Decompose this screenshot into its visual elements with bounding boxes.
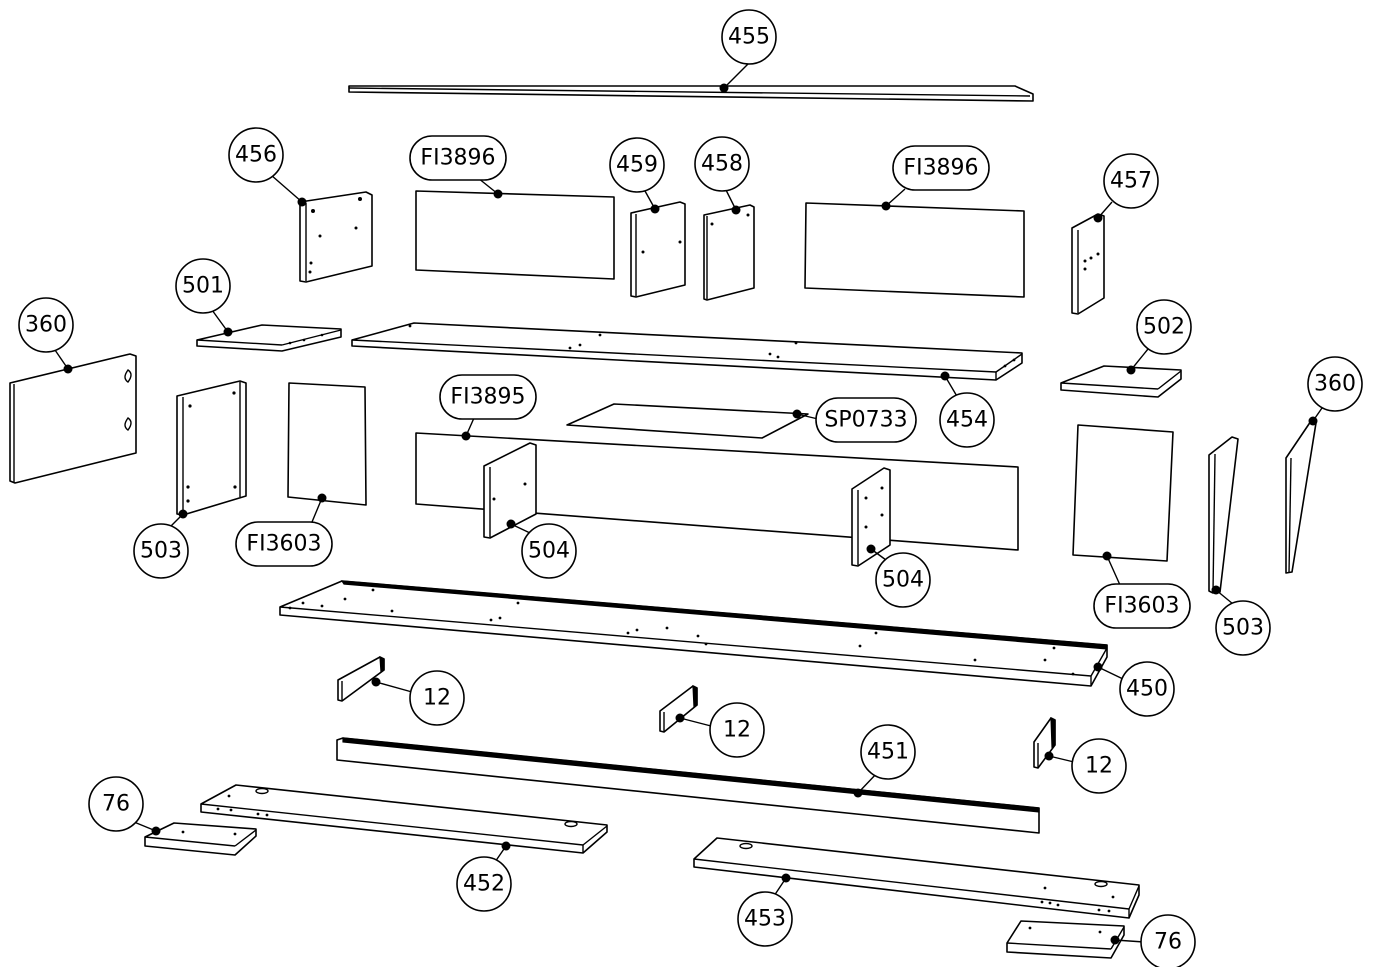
callout-503-right-label: 503 [1222,616,1264,641]
callout-fi3603-left: FI3603 [235,493,333,567]
part-454-long-shelf [351,322,1023,381]
callout-76-right-label: 76 [1154,930,1182,955]
callout-452: 452 [456,841,512,912]
part-501-small-shelf [196,324,342,352]
callout-458-label: 458 [701,152,743,177]
callout-450-label: 450 [1126,677,1168,702]
callout-501-label: 501 [182,274,224,299]
callout-fi3895: FI3895 [439,374,537,441]
callout-12-right: 12 [1044,738,1127,794]
part-503-right-side [1208,436,1239,594]
callout-504-left: 504 [506,519,577,579]
callout-76-right: 76 [1110,914,1196,967]
part-360-right-door [1285,420,1317,574]
callouts: 455 456 FI3896 459 458 [18,9,1363,967]
part-12-left-block [337,655,385,702]
callout-452-label: 452 [463,872,505,897]
callout-453-label: 453 [744,907,786,932]
callout-12-left: 12 [371,670,465,726]
callout-456: 456 [228,127,307,207]
part-503-left-side [176,380,247,516]
part-504-right-divider [851,467,891,567]
callout-sp0733-label: SP0733 [824,408,907,433]
part-459-divider [630,201,686,298]
callout-455: 455 [719,9,777,93]
part-453-right-rail [693,837,1140,919]
callout-fi3603-left-label: FI3603 [246,532,321,557]
callout-360-left: 360 [18,297,74,374]
part-456-side-panel [299,191,373,283]
callout-451-label: 451 [867,740,909,765]
callout-450: 450 [1093,661,1175,717]
callout-fi3896-left: FI3896 [409,135,507,199]
part-12-right-block [1033,717,1056,769]
callout-360-left-label: 360 [25,313,67,338]
callout-504-left-label: 504 [528,539,570,564]
callout-504-right-label: 504 [882,568,924,593]
callout-12-mid-label: 12 [723,718,751,743]
callout-fi3895-label: FI3895 [450,385,525,410]
callout-453: 453 [737,873,793,947]
callout-502-label: 502 [1143,315,1185,340]
callout-503-left-label: 503 [140,539,182,564]
callout-502: 502 [1126,299,1192,375]
part-fi3896-right-board [804,202,1025,298]
callout-454: 454 [939,371,995,448]
callout-sp0733: SP0733 [792,397,917,443]
callout-12-right-label: 12 [1085,754,1113,779]
part-12-mid-block [659,685,698,733]
callout-457: 457 [1093,153,1159,223]
callout-360-right: 360 [1307,356,1363,426]
callout-457-label: 457 [1110,169,1152,194]
callout-12-left-label: 12 [423,686,451,711]
callout-fi3896-left-label: FI3896 [420,146,495,171]
callout-458: 458 [694,136,750,215]
part-sp0733-glass-shelf [566,403,809,439]
callout-503-left: 503 [133,509,189,579]
callout-fi3603-right-label: FI3603 [1104,594,1179,619]
callout-455-label: 455 [728,25,770,50]
part-fi3896-left-board [415,190,615,280]
callout-504-right: 504 [866,544,931,608]
part-360-left-door [9,353,137,484]
part-455-top-board [348,85,1034,102]
callout-501: 501 [175,258,233,337]
part-fi3603-left-panel [287,382,367,506]
part-fi3603-right-panel [1072,424,1174,562]
callout-12-mid: 12 [675,702,765,758]
part-452-left-rail [200,784,608,854]
callout-76-left: 76 [88,776,161,836]
parts [9,85,1317,959]
callout-459: 459 [609,137,665,214]
callout-456-label: 456 [235,143,277,168]
callout-fi3896-right: FI3896 [881,145,990,211]
part-76-left-block [144,822,257,856]
callout-454-label: 454 [946,408,988,433]
callout-76-left-label: 76 [102,792,130,817]
callout-360-right-label: 360 [1314,372,1356,397]
part-502-small-shelf [1060,365,1182,398]
part-458-divider [703,204,755,301]
callout-fi3896-right-label: FI3896 [903,156,978,181]
part-450-bottom-board [279,580,1108,687]
callout-503-right: 503 [1211,585,1271,656]
callout-fi3603-right: FI3603 [1093,551,1191,629]
callout-451: 451 [853,724,916,798]
part-457-side-panel [1071,213,1105,315]
part-504-left-divider [483,442,537,539]
callout-459-label: 459 [616,153,658,178]
part-76-right-block [1006,920,1125,959]
part-451-plinth [336,737,1040,834]
